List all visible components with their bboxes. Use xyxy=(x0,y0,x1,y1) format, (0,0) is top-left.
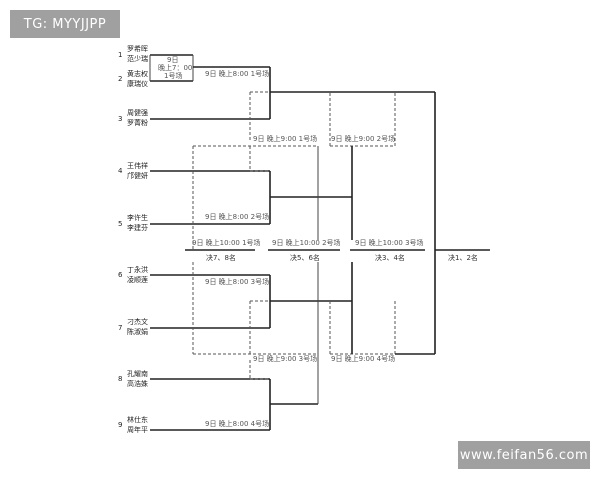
seed-label: 1 xyxy=(118,51,122,59)
match-3-bracket: 9日 晚上8:00 2号场 xyxy=(150,146,352,225)
player-name: 周健强 xyxy=(127,108,148,117)
placement-78-label: 决7、8名 xyxy=(206,253,236,262)
entry-8: 8 孔耀南 高浩姝 xyxy=(118,369,148,388)
player-name: 康瑞仪 xyxy=(127,79,148,88)
match-7-label: 9日 晚上9:00 2号场 xyxy=(331,134,395,143)
player-name: 范少瑞 xyxy=(127,54,148,63)
player-name: 凌顺莲 xyxy=(127,275,148,284)
match-8-bracket: 9日 晚上9:00 3号场 xyxy=(192,262,319,404)
entry-7: 7 刁杰文 陈淑娟 xyxy=(118,317,148,336)
seed-label: 5 xyxy=(118,220,122,228)
seed-label: 6 xyxy=(118,271,123,279)
placement-78-time: 9日 晚上10:00 1号场 xyxy=(192,238,261,247)
seed-label: 2 xyxy=(118,75,122,83)
seed-label: 7 xyxy=(118,324,122,332)
match-4-label: 9日 晚上8:00 3号场 xyxy=(205,277,269,286)
player-name: 陈淑娟 xyxy=(127,327,148,336)
player-name: 丁永洪 xyxy=(127,265,148,274)
entry-2: 2 黄志权 康瑞仪 xyxy=(118,69,148,88)
match-1-time: 晚上7：00 xyxy=(158,63,192,72)
player-name: 黄志权 xyxy=(127,69,148,78)
match-5-bracket: 9日 晚上8:00 4号场 xyxy=(150,360,318,431)
match-6-bracket: 9日 晚上9:00 1号场 xyxy=(192,134,319,250)
match-6-label: 9日 晚上9:00 1号场 xyxy=(253,134,317,143)
placement-row: 9日 晚上10:00 1号场 决7、8名 9日 晚上10:00 2号场 决5、6… xyxy=(185,92,490,355)
match-1-date: 9日 xyxy=(167,56,178,64)
player-name: 高浩姝 xyxy=(127,379,148,388)
entry-1: 1 罗希晖 范少瑞 xyxy=(118,44,148,63)
match-7-bracket: 9日 晚上9:00 2号场 xyxy=(329,92,396,240)
watermark-bottom: www.feifan56.com xyxy=(458,441,590,469)
player-name: 李建芬 xyxy=(127,223,148,232)
placement-34-label: 决3、4名 xyxy=(375,253,405,262)
placement-56-time: 9日 晚上10:00 2号场 xyxy=(272,238,341,247)
player-name: 刁杰文 xyxy=(127,317,148,326)
player-name: 邝健妍 xyxy=(127,171,148,180)
match-2-bracket: 9日 晚上8:00 1号场 xyxy=(150,67,435,140)
player-name: 王伟祥 xyxy=(127,161,148,170)
match-8-label: 9日 晚上9:00 3号场 xyxy=(253,354,317,363)
placement-56-label: 决5、6名 xyxy=(290,253,320,262)
player-name: 罗希晖 xyxy=(127,44,148,53)
entry-3: 3 周健强 罗菁粉 xyxy=(118,108,148,127)
placement-12-label: 决1、2名 xyxy=(448,253,478,262)
match-1-court: 1号场 xyxy=(164,71,182,80)
match-9-bracket: 9日 晚上9:00 4号场 xyxy=(329,262,396,363)
player-name: 林仕东 xyxy=(127,415,148,424)
match-1-box: 9日 晚上7：00 1号场 xyxy=(149,54,270,82)
entry-6: 6 丁永洪 凌顺莲 xyxy=(118,265,148,284)
match-3-label: 9日 晚上8:00 2号场 xyxy=(205,212,269,221)
seed-label: 9 xyxy=(118,421,122,429)
seed-label: 8 xyxy=(118,375,122,383)
match-5-label: 9日 晚上8:00 4号场 xyxy=(205,419,269,428)
player-name: 李许生 xyxy=(127,213,148,222)
entry-5: 5 李许生 李建芬 xyxy=(118,213,148,232)
watermark-top: TG: MYYJJPP xyxy=(10,10,120,38)
seed-label: 4 xyxy=(118,167,123,175)
player-name: 孔耀南 xyxy=(127,369,148,378)
entry-4: 4 王伟祥 邝健妍 xyxy=(118,161,148,180)
entry-9: 9 林仕东 周年平 xyxy=(118,415,148,434)
placement-34-time: 9日 晚上10:00 3号场 xyxy=(355,238,424,247)
player-name: 罗菁粉 xyxy=(127,118,148,127)
match-9-label: 9日 晚上9:00 4号场 xyxy=(331,354,395,363)
player-name: 周年平 xyxy=(127,425,148,434)
seed-label: 3 xyxy=(118,115,122,123)
match-2-label: 9日 晚上8:00 1号场 xyxy=(205,69,269,78)
match-4-bracket: 9日 晚上8:00 3号场 xyxy=(150,274,352,354)
